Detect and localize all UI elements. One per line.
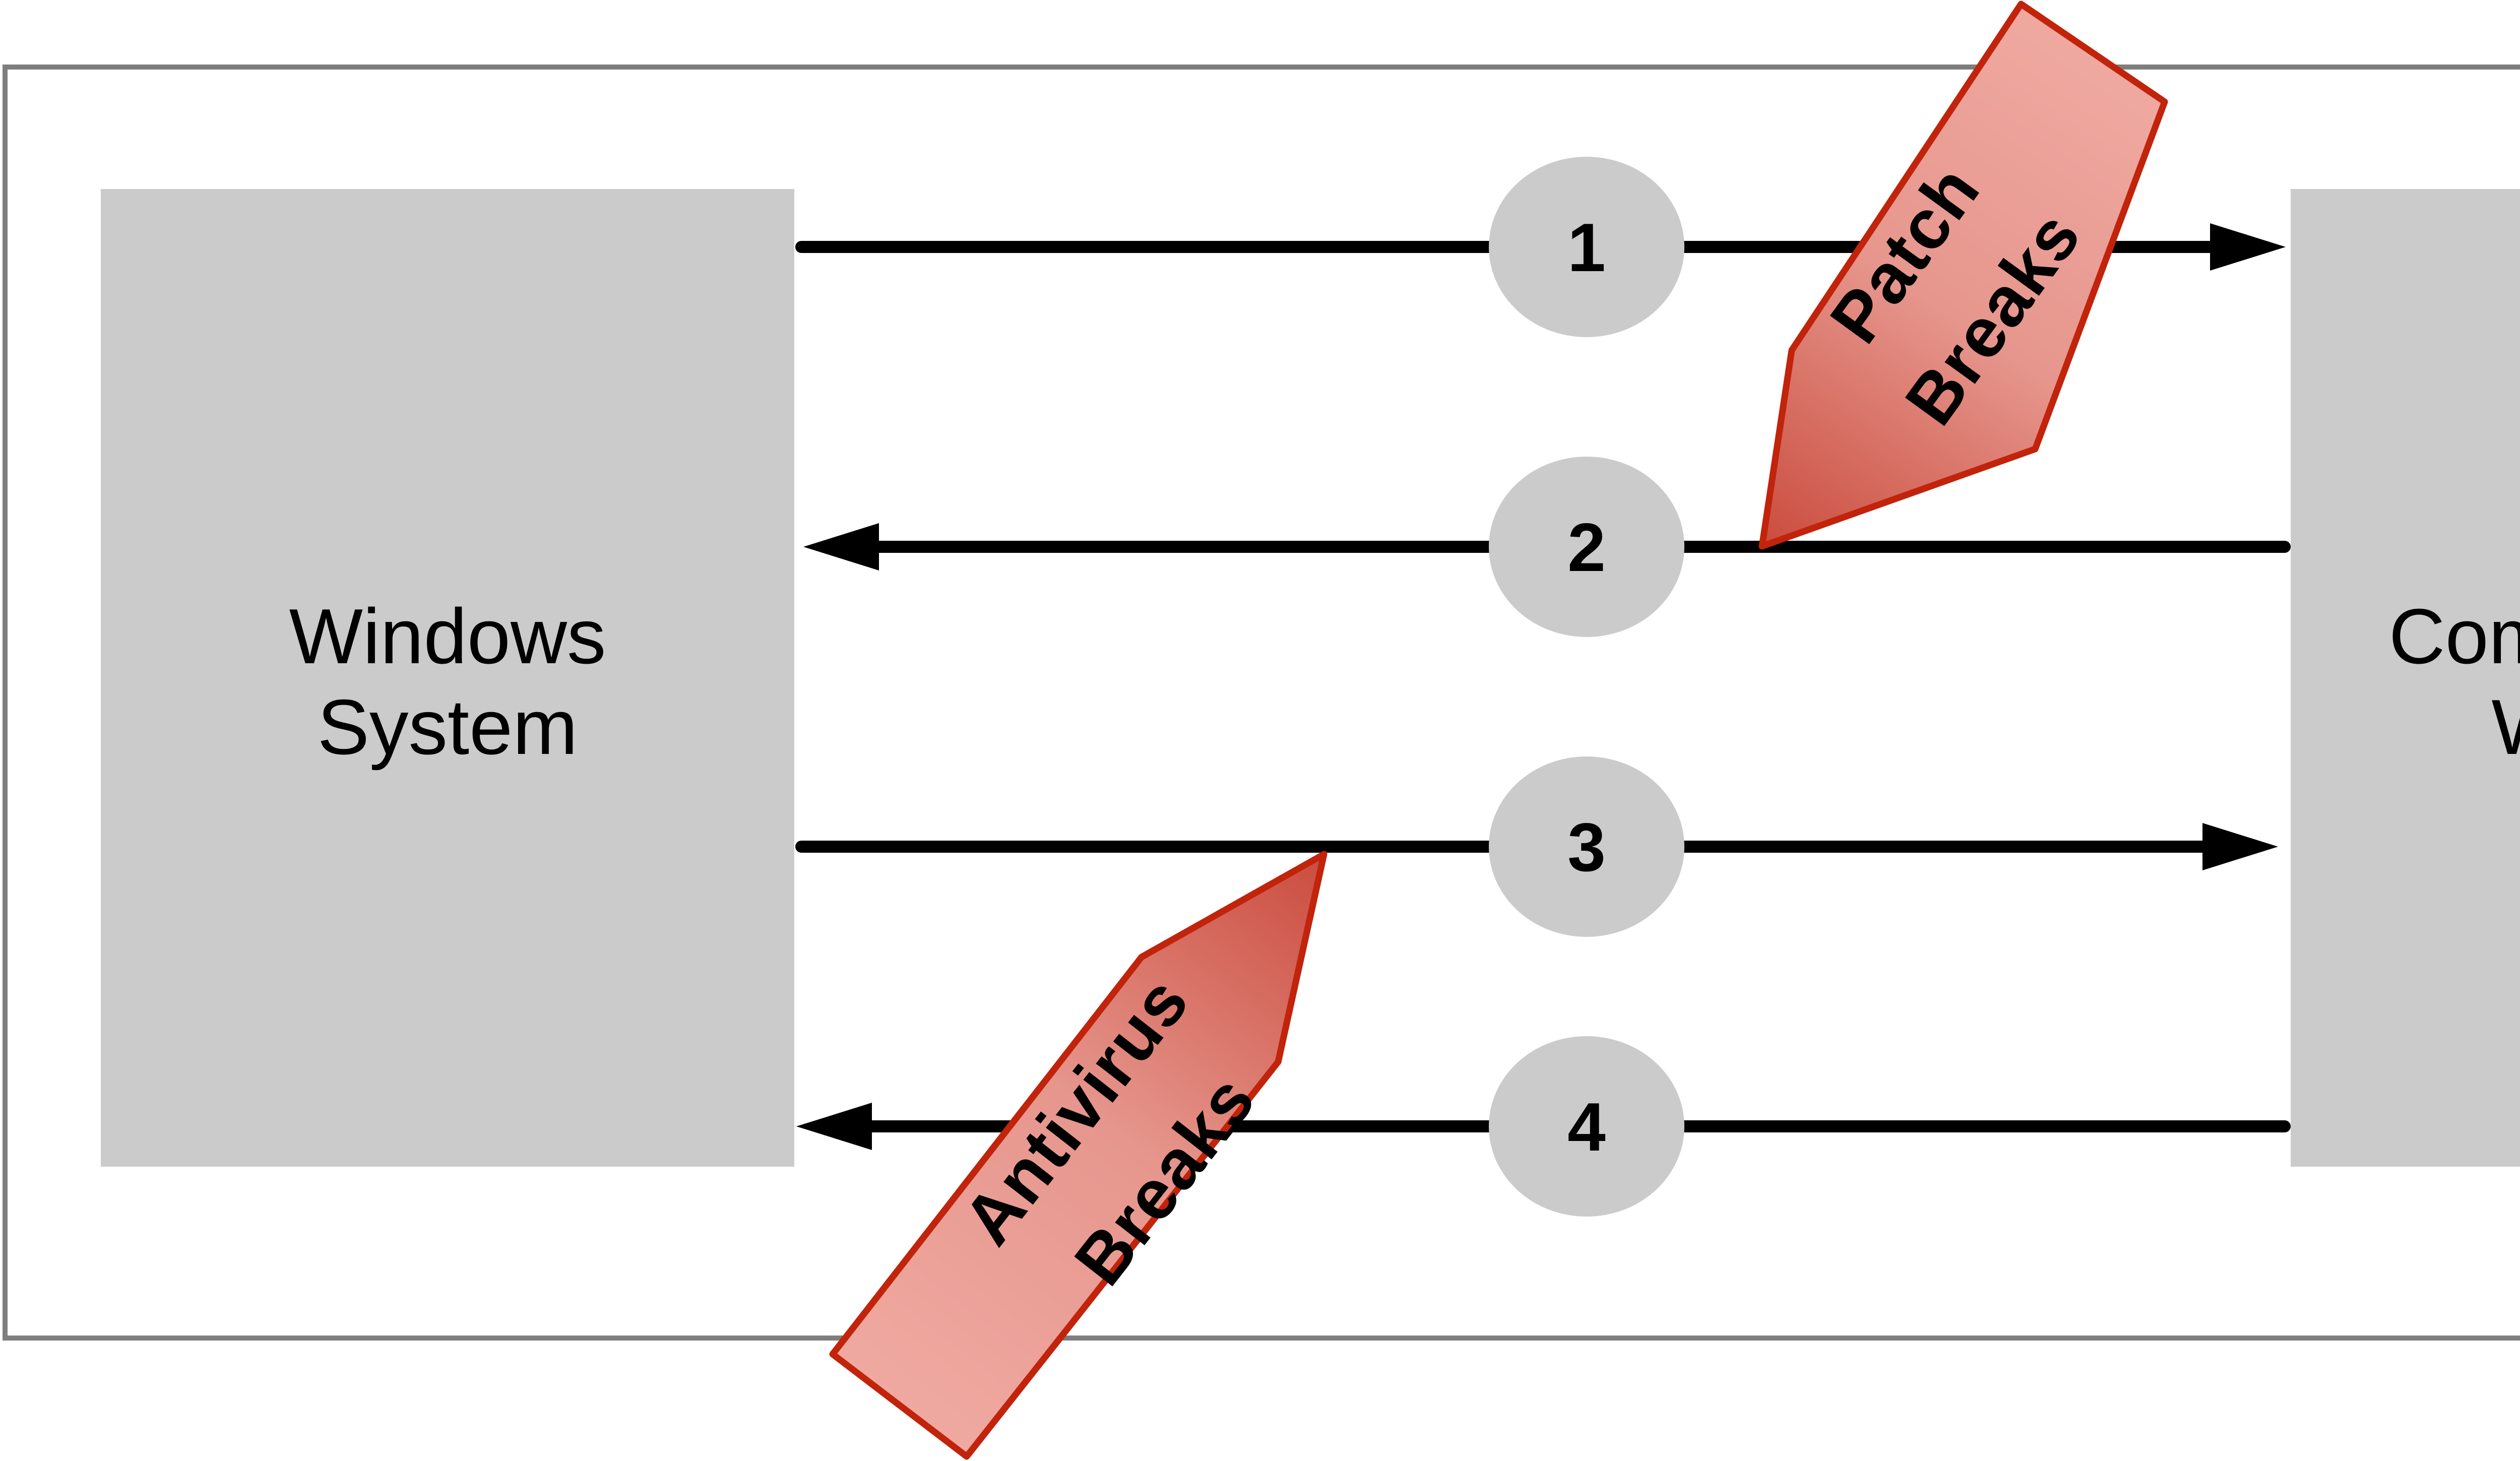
patch-breaks-arrow-icon <box>1758 1 2168 550</box>
arrowhead-right-icon <box>2202 823 2278 870</box>
patch-breaks-arrow: Patch Breaks <box>1758 1 2168 550</box>
antivirus-breaks-arrow: Antivirus Breaks <box>829 851 1328 1460</box>
step-circle-3 <box>1489 756 1684 937</box>
step-circle-1 <box>1489 157 1684 337</box>
step-circle-4 <box>1489 1036 1684 1217</box>
step-number-3: 3 <box>1567 809 1606 885</box>
step-number-2: 2 <box>1567 509 1606 586</box>
windows-system-label-line2: System <box>318 683 578 771</box>
arrowhead-left-icon <box>796 1103 872 1150</box>
step-circle-2 <box>1489 457 1684 637</box>
compromised-website-label-line2: Website <box>2491 683 2520 771</box>
compromised-website-box: Compromised Website <box>2291 189 2520 1167</box>
arrowheads <box>796 223 2286 1150</box>
step-circles: 1 2 3 4 <box>1489 157 1684 1217</box>
arrowhead-left-icon <box>803 523 879 570</box>
windows-system-label-line1: Windows <box>289 593 606 680</box>
compromised-website-box-rect <box>2291 189 2520 1167</box>
antivirus-breaks-arrow-icon <box>829 851 1328 1460</box>
arrowhead-right-icon <box>2210 223 2286 271</box>
windows-system-box: Windows System <box>101 189 794 1167</box>
compromised-website-label-line1: Compromised <box>2389 593 2520 680</box>
step-number-4: 4 <box>1567 1089 1606 1165</box>
outer-border <box>3 65 2520 1341</box>
step-number-1: 1 <box>1567 209 1606 286</box>
windows-system-box-rect <box>101 189 794 1167</box>
